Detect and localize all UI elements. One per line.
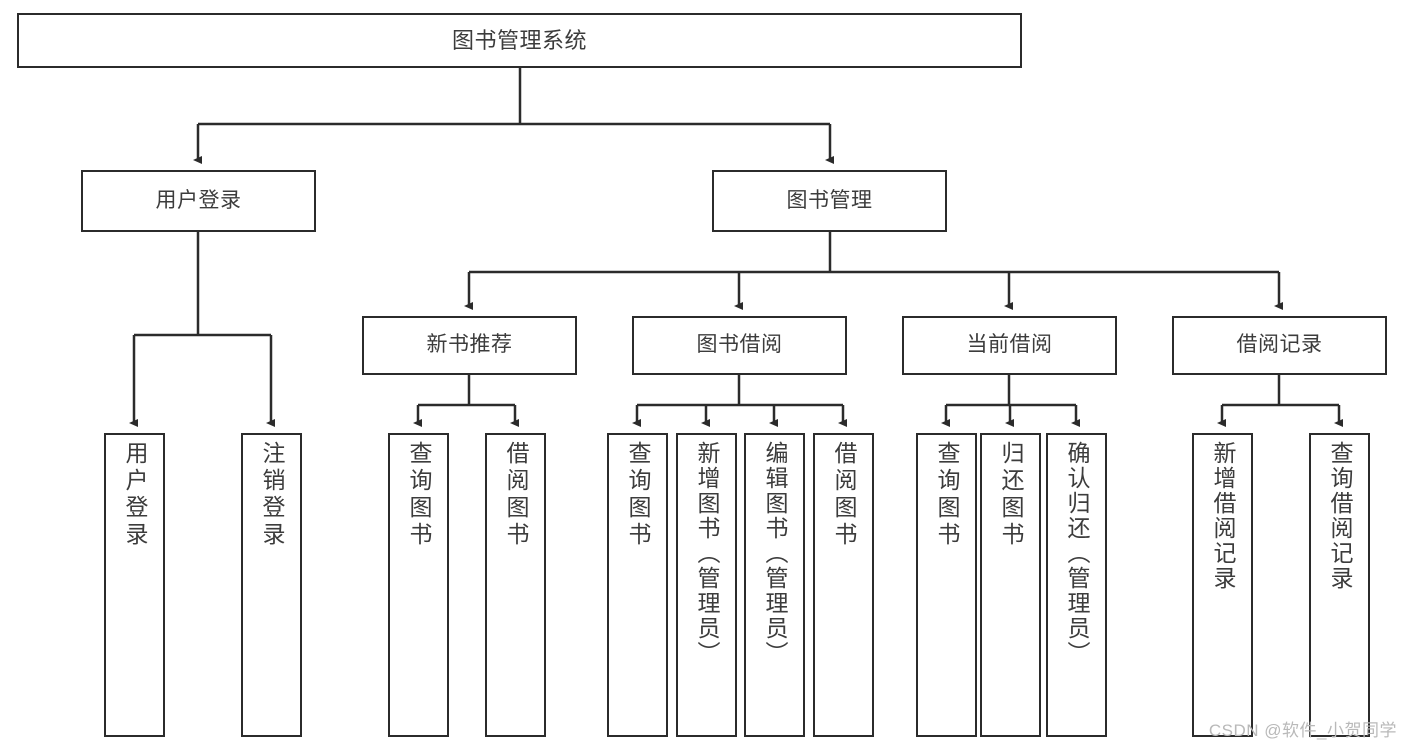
node-label: 借阅记录: [1236, 333, 1323, 357]
node-label: 图书管理: [786, 188, 873, 212]
node-leaf-confirm-return-admin[interactable]: 确认归还（管理员）: [1046, 433, 1107, 737]
node-label: 新书推荐: [426, 333, 513, 357]
node-label: 借阅图书: [831, 441, 857, 549]
node-label: 注销登录: [259, 441, 285, 549]
node-leaf-return-book[interactable]: 归还图书: [980, 433, 1041, 737]
node-leaf-logout-login[interactable]: 注销登录: [241, 433, 302, 737]
node-label: 新增借阅记录: [1210, 441, 1236, 591]
node-label: 当前借阅: [966, 333, 1053, 357]
node-label: 编辑图书（管理员）: [762, 441, 788, 666]
node-leaf-add-borrow-record[interactable]: 新增借阅记录: [1192, 433, 1253, 737]
node-label: 借阅图书: [503, 441, 529, 549]
node-current-borrow[interactable]: 当前借阅: [902, 316, 1117, 375]
node-leaf-borrow-book-recommend[interactable]: 借阅图书: [485, 433, 546, 737]
node-leaf-borrow-book[interactable]: 借阅图书: [813, 433, 874, 737]
node-user-login[interactable]: 用户登录: [81, 170, 316, 232]
node-label: 查询借阅记录: [1327, 441, 1353, 591]
csdn-watermark: CSDN @软件_小贺同学: [1208, 721, 1397, 740]
node-label: 新增图书（管理员）: [694, 441, 720, 666]
node-label: 确认归还（管理员）: [1064, 441, 1090, 666]
node-book-borrow[interactable]: 图书借阅: [632, 316, 847, 375]
node-label: 查询图书: [934, 441, 960, 549]
node-new-book-recommend[interactable]: 新书推荐: [362, 316, 577, 375]
node-leaf-query-book-recommend[interactable]: 查询图书: [388, 433, 449, 737]
node-book-management[interactable]: 图书管理: [712, 170, 947, 232]
node-label: 查询图书: [625, 441, 651, 549]
node-borrow-record[interactable]: 借阅记录: [1172, 316, 1387, 375]
node-label: 用户登录: [155, 188, 242, 212]
node-label: 查询图书: [406, 441, 432, 549]
node-label: 归还图书: [998, 441, 1024, 549]
node-leaf-add-book-admin[interactable]: 新增图书（管理员）: [676, 433, 737, 737]
node-label: 用户登录: [122, 441, 148, 549]
node-label: 图书借阅: [696, 333, 783, 357]
node-leaf-user-login[interactable]: 用户登录: [104, 433, 165, 737]
node-label: 图书管理系统: [451, 27, 587, 53]
node-leaf-edit-book-admin[interactable]: 编辑图书（管理员）: [744, 433, 805, 737]
node-leaf-query-book-borrow[interactable]: 查询图书: [607, 433, 668, 737]
node-leaf-query-borrow-record[interactable]: 查询借阅记录: [1309, 433, 1370, 737]
node-leaf-query-book-current[interactable]: 查询图书: [916, 433, 977, 737]
node-root-system[interactable]: 图书管理系统: [17, 13, 1022, 68]
